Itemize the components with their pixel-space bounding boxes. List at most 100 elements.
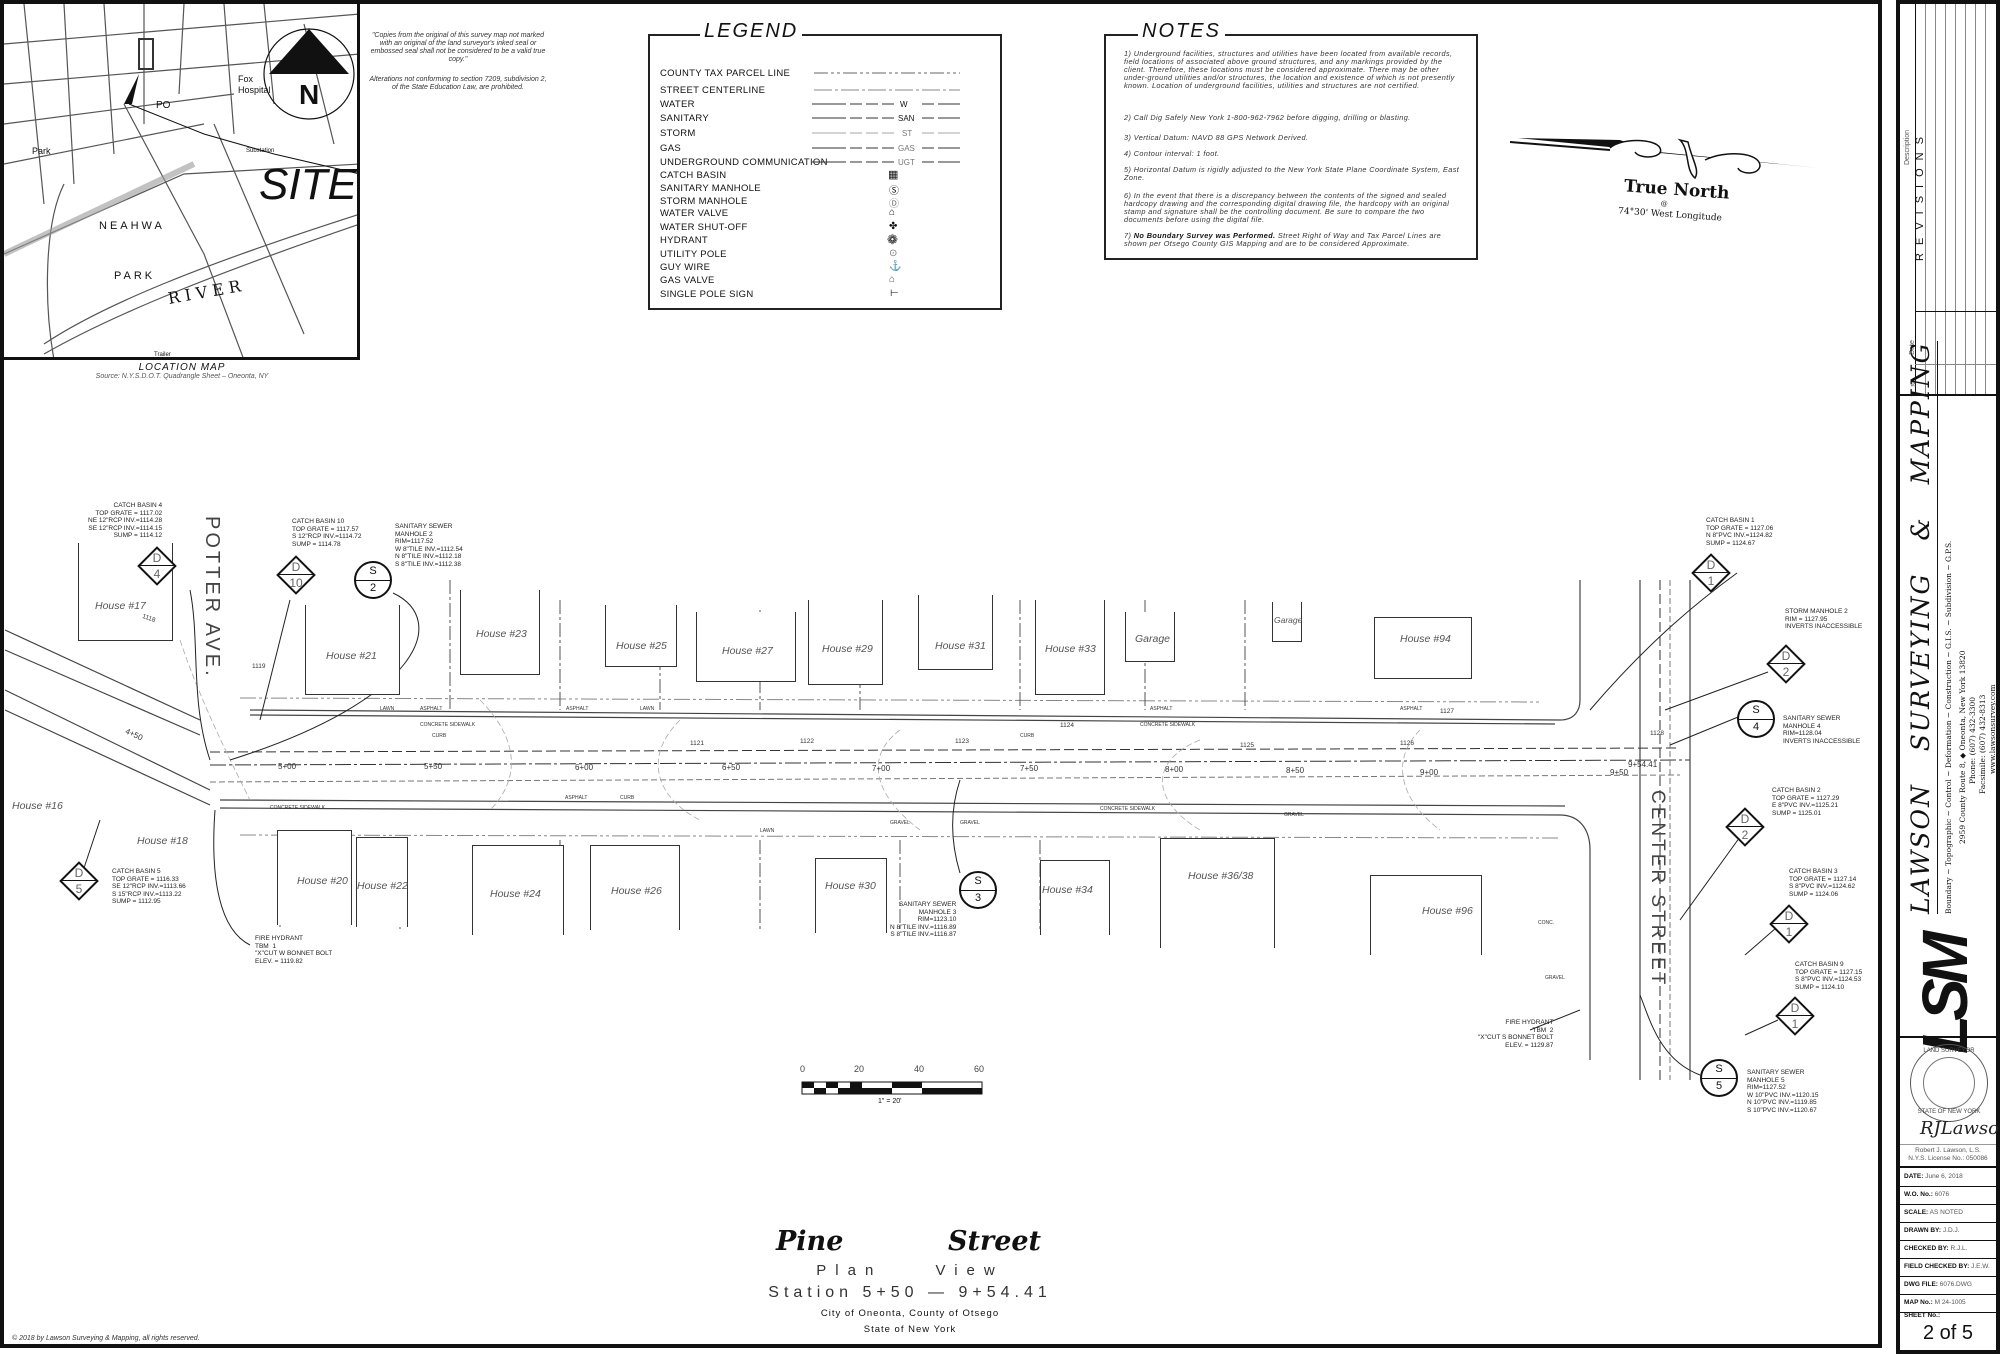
- title-station-range: Station 5+50 — 9+54.41: [768, 1284, 1052, 1301]
- drain-marker-d10[interactable]: D 10: [276, 555, 316, 595]
- company-fax: Facsimile: (607) 432-8313: [1978, 694, 1987, 794]
- contour-label: 1124: [1060, 722, 1074, 729]
- sanitary-line-icon: SAN: [898, 114, 915, 123]
- surface-label: GRAVEL: [890, 820, 910, 826]
- company-website[interactable]: www.lawsonsurvey.com: [1988, 684, 1997, 774]
- company-block: LSM LAWSON SURVEYING & MAPPING Boundary …: [1900, 341, 1997, 1054]
- field-value: 6076: [1934, 1191, 1950, 1198]
- surface-label: ASPHALT: [565, 795, 588, 801]
- legend-item: SANITARY: [660, 113, 710, 124]
- svg-text:NEAHWA: NEAHWA: [99, 220, 165, 232]
- callout-catch-basin-2: CATCH BASIN 2 TOP GRATE = 1127.29 E 8"PV…: [1772, 787, 1840, 817]
- field-label: MAP No.:: [1904, 1299, 1933, 1306]
- field-dwg-file: DWG FILE: 6076.DWG: [1900, 1276, 1996, 1295]
- station-label: 7+50: [1020, 764, 1039, 773]
- field-label: DRAWN BY:: [1904, 1227, 1942, 1234]
- house-label: House #20: [297, 875, 348, 887]
- field-value: M 24-1005: [1934, 1299, 1966, 1306]
- marker-number: 2: [1741, 828, 1749, 842]
- house-label: House #18: [137, 835, 188, 847]
- guy-wire-icon: ⚓: [889, 261, 902, 272]
- surface-label: CONCRETE SIDEWALK: [420, 722, 476, 728]
- copy-notice-alterations: Alterations not conforming to section 72…: [369, 76, 547, 91]
- note-number: 4): [1124, 149, 1132, 158]
- title-block: REVISIONS Description Date No. LSM LAWSO…: [1896, 0, 2000, 1354]
- note-number: 6): [1124, 191, 1132, 200]
- field-value: J.D.J.: [1942, 1227, 1960, 1234]
- legend-item: WATER: [660, 99, 695, 110]
- copy-notice-seal: "Copies from the original of this survey…: [370, 32, 546, 63]
- marker-number: 2: [1782, 665, 1790, 679]
- notes-box: NOTES 1) Underground facilities, structu…: [1104, 20, 1478, 260]
- svg-text:PARK: PARK: [114, 270, 155, 282]
- house-34: [1040, 860, 1110, 935]
- surveyor-name: Robert J. Lawson, L.S.: [1915, 1147, 1981, 1154]
- station-label: 8+50: [1286, 766, 1305, 775]
- surface-label: LAWN: [640, 706, 655, 712]
- callout-catch-basin-3: CATCH BASIN 3 TOP GRATE = 1127.14 S 8"PV…: [1789, 868, 1857, 898]
- note-text: Call Dig Safely New York 1-800-962-7962 …: [1133, 113, 1411, 122]
- house-label: House #26: [611, 885, 662, 897]
- scale-tick: 0: [800, 1064, 806, 1074]
- note-number: 7): [1124, 231, 1132, 240]
- legend-item: WATER VALVE: [660, 208, 729, 219]
- surface-label: GRAVEL: [960, 820, 980, 826]
- marker-type: D: [1781, 649, 1791, 663]
- house-label: Garage: [1274, 615, 1303, 625]
- legend-title: LEGEND: [700, 20, 803, 43]
- marker-type: D: [291, 560, 301, 574]
- marker-type: S: [369, 565, 377, 577]
- revisions-col-description: Description: [1904, 129, 1912, 166]
- house-29: [808, 600, 883, 685]
- marker-number: 10: [289, 576, 303, 590]
- surface-label: LAWN: [380, 706, 395, 712]
- house-label: House #25: [616, 640, 667, 652]
- marker-number: 2: [369, 582, 377, 594]
- svg-text:Trailer: Trailer: [154, 352, 171, 358]
- marker-type: D: [1790, 1001, 1800, 1015]
- house-label: House #22: [357, 880, 408, 892]
- svg-text:Fox: Fox: [238, 74, 254, 84]
- surface-label: CURB: [620, 795, 635, 801]
- marker-number: 3: [974, 892, 982, 904]
- house-label: House #30: [825, 880, 876, 892]
- location-map: N SITE NEAHWA PARK RIVER Park PO Fox Hos…: [4, 4, 360, 360]
- field-scale: SCALE: AS NOTED: [1900, 1204, 1996, 1223]
- street-label-potter-ave: POTTER AVE.: [201, 516, 223, 679]
- surface-label: CONCRETE SIDEWALK: [1140, 722, 1196, 728]
- sheet-number-value: 2 of 5: [1922, 1322, 1974, 1344]
- house-25: [605, 605, 677, 667]
- title-street: Street: [948, 1226, 1042, 1257]
- note-4: 4) Contour interval: 1 foot.: [1124, 150, 1464, 158]
- house-label: House #34: [1042, 884, 1093, 896]
- station-label: 9+54.41: [1628, 760, 1658, 769]
- company-logo: LSM: [1909, 936, 1981, 1054]
- catch-basin-icon: ▦: [888, 169, 899, 181]
- surface-label: ASPHALT: [420, 706, 443, 712]
- surface-label: LAWN: [760, 828, 775, 834]
- site-label: SITE: [259, 160, 357, 209]
- surveyor-signature: RJLawson: [1920, 1118, 2000, 1139]
- legend-item: HYDRANT: [660, 235, 709, 246]
- legend-item: CATCH BASIN: [660, 170, 727, 181]
- house-31: [918, 595, 993, 670]
- callout-catch-basin-9: CATCH BASIN 9 TOP GRATE = 1127.15 S 8"PV…: [1795, 961, 1863, 991]
- field-label: DATE:: [1904, 1173, 1924, 1180]
- note-text: Street Right of Way and Tax Parcel Lines…: [1124, 231, 1442, 248]
- company-phone: Phone: (607) 432-3300: [1968, 696, 1977, 784]
- surface-label: GRAVEL: [1545, 975, 1565, 981]
- scale-bar-graphic: [801, 1081, 983, 1095]
- title-pine: Pine: [776, 1226, 844, 1257]
- legend-item: STREET CENTERLINE: [660, 85, 766, 96]
